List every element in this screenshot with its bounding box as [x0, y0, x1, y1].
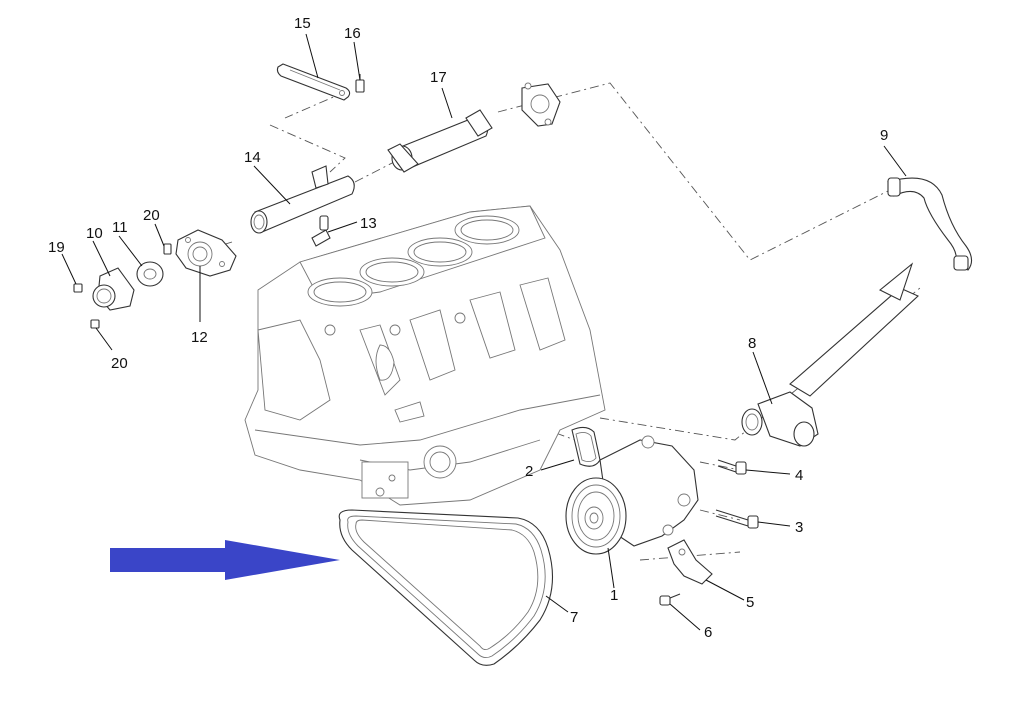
cylinder-block — [244, 205, 606, 506]
callout-12: 12 — [191, 329, 208, 346]
part-5-bracket — [667, 539, 713, 585]
callout-5: 5 — [746, 594, 754, 611]
part-19-bolt — [73, 283, 83, 293]
callout-1: 1 — [610, 587, 618, 604]
callout-8: 8 — [748, 335, 756, 352]
assembly-center-lines — [179, 82, 921, 561]
part-20-bolt-lower — [90, 319, 100, 329]
callout-2: 2 — [525, 463, 533, 480]
callout-19: 19 — [48, 239, 65, 256]
part-15-bracket — [276, 63, 351, 101]
part-11-thermostat — [136, 261, 164, 287]
part-9-bypass-hose — [887, 177, 973, 271]
part-6-bolt — [659, 593, 681, 606]
outlet-flange — [521, 82, 561, 127]
callout-10: 10 — [86, 225, 103, 242]
callout-6: 6 — [704, 624, 712, 641]
part-8-water-inlet-pipe — [741, 262, 919, 447]
pointer-arrow — [110, 540, 340, 580]
part-12-thermostat-housing — [175, 229, 237, 277]
leader-lines — [61, 33, 907, 631]
callout-3: 3 — [795, 519, 803, 536]
part-10-thermostat-cover — [92, 267, 135, 311]
callout-14: 14 — [244, 149, 261, 166]
callout-11: 11 — [112, 219, 128, 236]
blue-arrow-shape — [110, 540, 340, 580]
callout-15: 15 — [294, 15, 311, 32]
callout-7: 7 — [570, 609, 578, 626]
callout-17: 17 — [430, 69, 447, 86]
part-4-bolt — [717, 459, 747, 475]
callout-13: 13 — [360, 215, 377, 232]
callout-4: 4 — [795, 467, 803, 484]
part-20-bolt-upper — [163, 243, 172, 255]
part-13-temp-sensor — [311, 215, 331, 247]
callout-9: 9 — [880, 127, 888, 144]
part-17-hose — [387, 109, 493, 173]
callout-labels: 15 16 17 14 13 20 11 10 19 12 20 9 8 2 4… — [48, 15, 888, 641]
part-14-water-pipe — [250, 165, 355, 234]
callout-16: 16 — [344, 25, 361, 42]
part-16-bolt — [355, 74, 365, 93]
part-3-bolt — [715, 509, 759, 529]
part-7-drive-belt — [338, 509, 553, 666]
callout-20-upper: 20 — [143, 207, 160, 224]
part-1-water-pump — [565, 435, 699, 555]
callout-20-lower: 20 — [111, 355, 128, 372]
part-2-gasket — [571, 426, 601, 467]
